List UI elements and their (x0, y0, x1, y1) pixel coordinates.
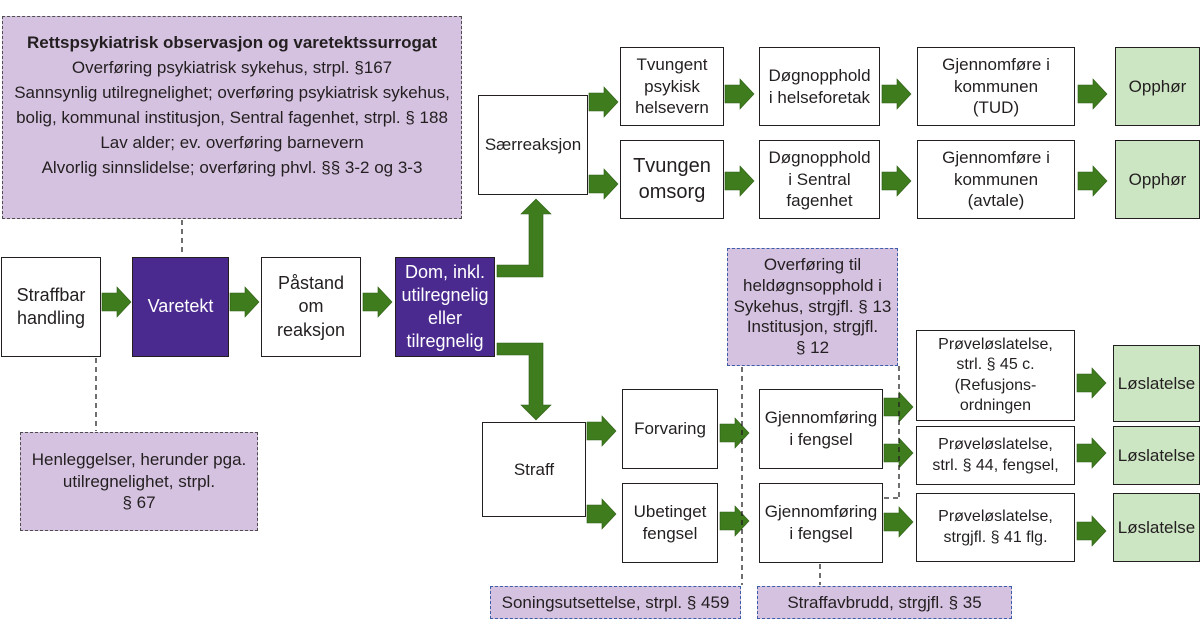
arrow-varetekt-pastand (229, 286, 260, 318)
arrow-dom-saerreaksjon (496, 198, 552, 278)
arrow-straff-forvaring (586, 415, 617, 447)
arrow-dom-straff (496, 342, 552, 421)
arrow-pastand-dom (362, 286, 393, 318)
node-gjennomfore-tud: Gjennomføre i kommunen (TUD) (917, 47, 1075, 126)
node-straffbar-handling: Straffbar handling (1, 257, 101, 357)
arrow-prove-loslatelse-1 (1076, 367, 1107, 399)
node-opphor-1: Opphør (1115, 47, 1200, 126)
node-dognopphold-sentral-fagenhet: Døgnopphold i Sentral fagenhet (759, 140, 880, 219)
info-box-line: Sannsynlig utilregnelighet; overføring p… (14, 82, 450, 102)
info-box-line: bolig, kommunal institusjon, Sentral fag… (16, 107, 448, 127)
note-henleggelser: Henleggelser, herunder pga. utilregnelig… (20, 432, 258, 531)
node-gjennomfore-avtale: Gjennomføre i kommunen (avtale) (917, 140, 1075, 219)
node-proveloslatelse-3: Prøveløslatelse, strgjfl. § 41 flg. (916, 493, 1075, 562)
note-soningsutsettelse: Soningsutsettelse, strpl. § 459 (490, 586, 741, 619)
node-gjennomforing-fengsel-1: Gjennomføring i fengsel (759, 389, 883, 469)
arrow-prove-loslatelse-2 (1076, 437, 1107, 469)
arrow-tud-opphor (1077, 78, 1108, 110)
info-box-title: Rettspsykiatrisk observasjon og varetekt… (26, 33, 438, 52)
arrow-ubetinget-gjennomforing (719, 505, 750, 537)
node-straff: Straff (482, 422, 586, 517)
node-ubetinget-fengsel: Ubetinget fengsel (622, 483, 718, 563)
node-proveloslatelse-1: Prøveløslatelse, strl. § 45 c. (Refusjon… (916, 330, 1075, 421)
arrow-saerreaksjon-tvungen (588, 168, 619, 200)
node-dognopphold-helseforetak: Døgnopphold i helseforetak (759, 47, 880, 126)
arrow-tvungent-dogn (724, 78, 755, 110)
node-varetekt: Varetekt (132, 257, 229, 357)
arrow-straff-ubetinget (586, 498, 617, 530)
arrow-saerreaksjon-tvungent (588, 86, 619, 118)
node-pastand: Påstand om reaksjon (261, 257, 361, 357)
node-loslatelse-1: Løslatelse (1113, 345, 1200, 422)
arrow-dogn-gjennom-tud (881, 78, 912, 110)
node-dom: Dom, inkl. utilregnelig eller tilregneli… (395, 257, 495, 357)
node-proveloslatelse-2: Prøveløslatelse, strl. § 44, fengsel, (916, 426, 1075, 485)
arrow-omsorg-dogn (724, 165, 755, 197)
arrow-dogn-gjennom-avtale (881, 165, 912, 197)
info-box-line: Alvorlig sinnslidelse; overføring phvl. … (41, 157, 423, 177)
node-loslatelse-2: Løslatelse (1113, 426, 1200, 485)
node-opphor-2: Opphør (1115, 140, 1200, 219)
node-loslatelse-3: Løslatelse (1113, 493, 1200, 562)
node-gjennomforing-fengsel-2: Gjennomføring i fengsel (759, 483, 883, 563)
info-box-line: Overføring psykiatrisk sykehus, strpl. §… (71, 57, 393, 77)
arrow-gjennomforing-prove-3 (883, 506, 914, 538)
node-saerreaksjon: Særreaksjon (478, 95, 588, 195)
observation-info-box: Rettspsykiatrisk observasjon og varetekt… (2, 16, 462, 219)
arrow-avtale-opphor (1077, 165, 1108, 197)
node-forvaring: Forvaring (622, 389, 718, 469)
info-box-line: Lav alder; ev. overføring barnevern (100, 132, 364, 152)
node-tvungent-psykisk-helsevern: Tvungent psykisk helsevern (620, 47, 724, 126)
note-overforing-heldogn: Overføring til heldøgnsopphold i Sykehus… (727, 248, 898, 366)
arrow-forvaring-gjennomforing (719, 417, 750, 449)
node-tvungen-omsorg: Tvungen omsorg (620, 140, 724, 219)
arrow-straffbar-varetekt (101, 286, 132, 318)
arrow-prove-loslatelse-3 (1076, 515, 1107, 547)
note-straffavbrudd: Straffavbrudd, strgjfl. § 35 (757, 586, 1012, 619)
